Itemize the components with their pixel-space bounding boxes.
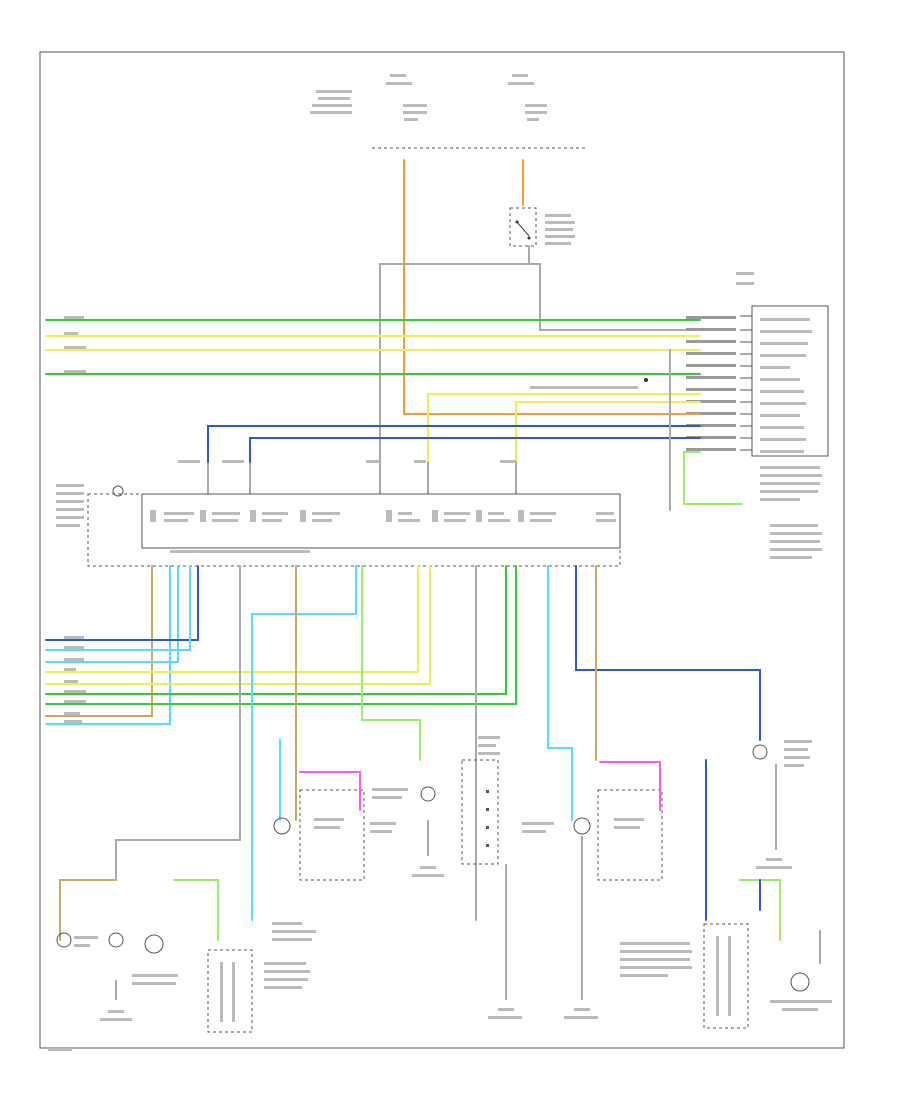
footer-code-mark (48, 1048, 72, 1051)
ground-g2 (412, 820, 444, 877)
left-sensor (132, 934, 178, 985)
stop-lamp-switch (509, 207, 575, 247)
fuse-block-label (310, 90, 352, 114)
wire-blue-1 (207, 425, 701, 463)
wire-green-4 (45, 565, 517, 705)
wire-tan-1 (45, 565, 153, 717)
cluster-connector-bars (740, 315, 752, 451)
wire-green-6 (173, 879, 219, 941)
wire-gray-switch (379, 245, 530, 463)
wire-lightblue-1 (45, 565, 171, 725)
wire-green-loop (683, 451, 743, 505)
instrument-cluster (736, 272, 829, 457)
wire-blue-4 (575, 565, 761, 741)
ground-g3 (488, 864, 522, 1019)
bcm-internal-labels (150, 510, 616, 522)
ground-g4 (564, 836, 598, 1019)
left-connector-labels (64, 316, 86, 373)
right-side-marker (752, 740, 812, 767)
wire-green-7 (739, 879, 781, 941)
wire-lightblue-5 (547, 565, 573, 821)
wire-orange-1 (403, 159, 681, 415)
left-front-lamp (273, 771, 396, 881)
fuse-1 (386, 74, 427, 121)
wire-lightblue-4 (251, 565, 357, 921)
left-rear-module (207, 922, 316, 1033)
wire-lightblue-3 (45, 565, 191, 651)
right-sensor (770, 930, 832, 1011)
wire-blue-3 (45, 565, 199, 641)
wire-yellow-6 (45, 565, 431, 685)
lower-left-lamp (56, 879, 124, 948)
wire-yellow-3 (427, 393, 701, 463)
cluster-arrow-label (530, 378, 648, 389)
cluster-pin-labels (686, 316, 736, 451)
left-bundle-labels (64, 636, 86, 723)
wire-gray-bcm (115, 565, 241, 881)
ground-g1 (100, 980, 132, 1021)
wire-yellow-5 (45, 565, 419, 673)
wire-green-3 (45, 565, 507, 695)
center-stack (461, 736, 500, 865)
body-control-module (56, 484, 621, 567)
wire-gray-switch-2 (528, 263, 541, 331)
right-control-module-label (760, 466, 822, 501)
diagram-border (39, 51, 845, 1049)
bcm-top-pins (178, 460, 517, 494)
left-side-marker (372, 786, 436, 802)
right-rear-module (620, 923, 749, 1029)
ground-g5 (756, 764, 792, 869)
wire-blue-2 (249, 437, 701, 463)
wire-lightblue-2 (45, 565, 179, 663)
wire-yellow-4 (515, 401, 701, 463)
lower-right-module-label (770, 524, 822, 559)
right-front-lamp (522, 761, 663, 881)
fuse-2 (508, 74, 547, 121)
wire-green-5 (361, 565, 421, 761)
